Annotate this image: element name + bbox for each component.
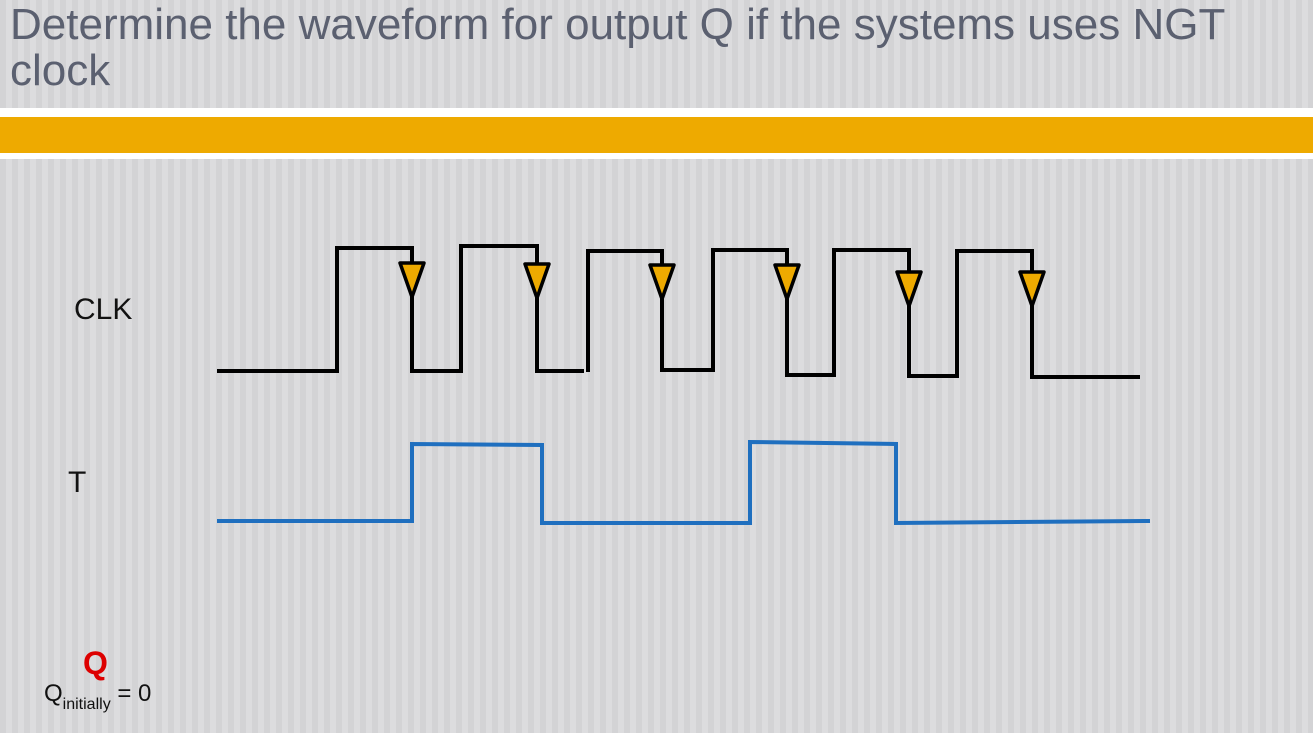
q-initial-subscript: initially <box>62 696 111 713</box>
clk-waveform <box>217 244 1140 379</box>
clk-label: CLK <box>74 293 133 326</box>
falling-edge-arrow-icon <box>648 263 676 301</box>
header-accent-bar <box>0 117 1313 153</box>
q-initial-value: = 0 <box>110 680 152 707</box>
falling-edge-arrow-icon <box>1018 270 1046 308</box>
header-divider-top <box>0 108 1313 117</box>
t-label: T <box>68 466 87 499</box>
q-initial-base: Q <box>44 680 63 707</box>
slide-title: Determine the waveform for output Q if t… <box>10 0 1225 95</box>
q-label: Q <box>83 645 108 681</box>
falling-edge-arrow-icon <box>523 262 551 300</box>
falling-edge-arrow-icon <box>398 261 426 299</box>
falling-edge-arrow-icon <box>773 263 801 301</box>
falling-edge-arrow-icon <box>895 270 923 308</box>
t-waveform <box>217 439 1151 526</box>
q-initial-condition: Qinitially = 0 <box>44 680 151 714</box>
header-divider-bottom <box>0 153 1313 159</box>
